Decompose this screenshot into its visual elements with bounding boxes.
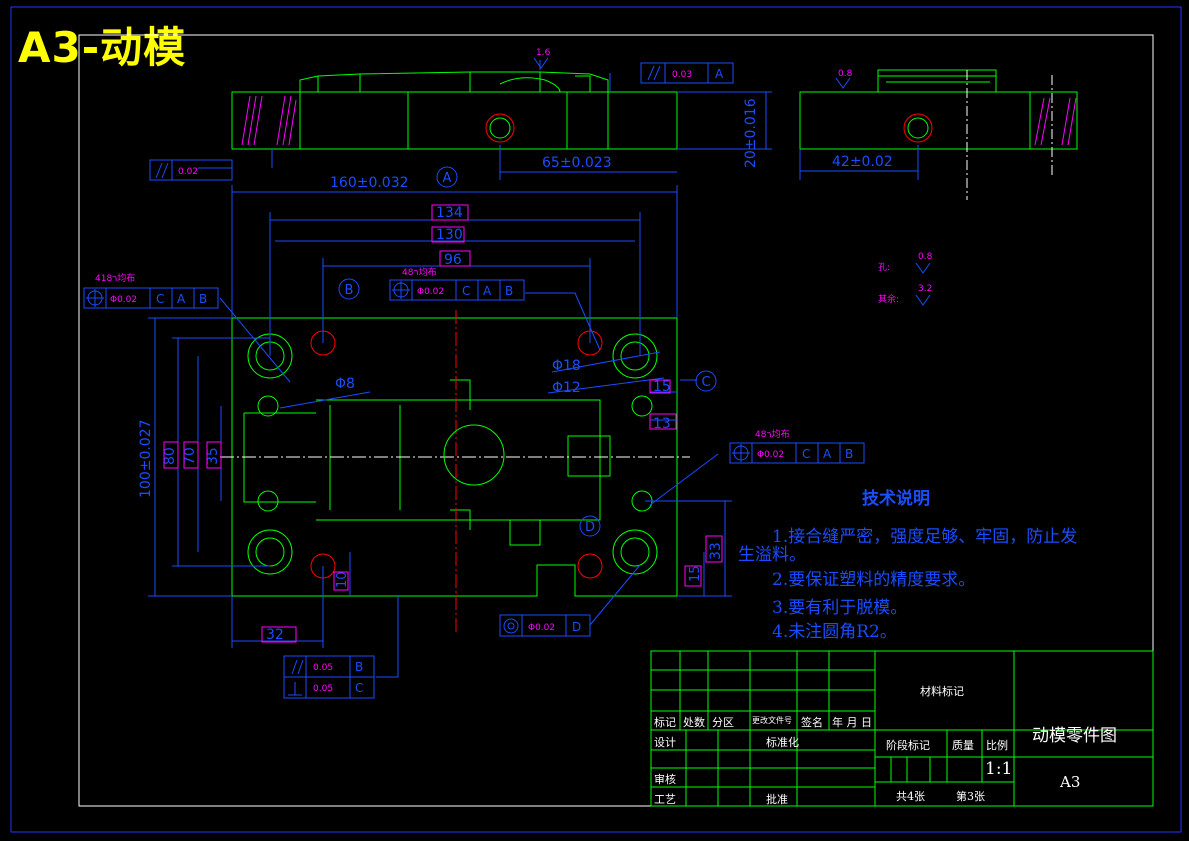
dim-phi8: Φ8: [335, 376, 355, 392]
dim-70: 70: [182, 447, 198, 465]
dim-phi12: Φ12: [552, 380, 581, 396]
dim-phi18: Φ18: [552, 358, 581, 374]
dim-80: 80: [162, 447, 178, 465]
dim-100: 100±0.027: [138, 419, 154, 498]
plan-outline: [231, 317, 678, 597]
tb-change: 更改文件号: [752, 716, 792, 725]
fcf2-c: C: [462, 284, 470, 298]
note-4x8a: 4ר8均布: [402, 266, 437, 278]
tb-weight: 质量: [952, 739, 974, 752]
tb-scale-label: 比例: [986, 739, 1008, 752]
section-hatch-left: [241, 95, 297, 146]
dim-130: 130: [436, 227, 463, 243]
tb-total: 共4张: [896, 790, 925, 803]
datum-a: A: [443, 171, 452, 186]
rough-rest-label: 其余:: [878, 293, 899, 305]
tol-pos3: Φ0.02: [757, 450, 784, 460]
tol-par: 0.05: [313, 663, 333, 673]
tol-pos1: Φ0.02: [110, 295, 137, 305]
top-section-view: [231, 71, 678, 150]
outer-frame: [10, 6, 1182, 833]
dim-10: 10: [335, 571, 350, 588]
datum-d: D: [585, 520, 595, 535]
tol-pos2: Φ0.02: [417, 287, 444, 297]
side-view: [799, 69, 1078, 150]
drawing-title: A3-动模: [18, 23, 187, 72]
rough-top2: 0.8: [838, 69, 853, 79]
note-4x8b: 4ר8均布: [755, 428, 790, 440]
fcf-b: B: [355, 660, 363, 674]
tb-date: 年 月 日: [832, 716, 872, 729]
tb-standard: 标准化: [766, 736, 799, 749]
fcf1-a: A: [177, 292, 186, 306]
fcf-d: D: [572, 620, 581, 634]
tb-scale: 1:1: [985, 759, 1013, 779]
tol-flat-top: 0.03: [672, 70, 692, 80]
datum-c: C: [701, 375, 710, 390]
top-pin-hole: [485, 113, 515, 143]
rough-hole-val: 0.8: [918, 252, 933, 262]
tb-review: 审核: [654, 773, 676, 786]
tol-conc: Φ0.02: [528, 623, 555, 633]
tol-flat-left: 0.02: [178, 167, 198, 177]
fcf-c: C: [355, 681, 363, 695]
datum-b: B: [345, 283, 354, 298]
dim-33: 33: [708, 542, 724, 560]
dim-13: 13: [653, 416, 671, 432]
fcf1-c: C: [156, 292, 164, 306]
inner-frame: [78, 34, 1154, 807]
rough-top1: 1.6: [536, 48, 551, 58]
leaders: [198, 60, 719, 678]
dim-15b: 15: [688, 565, 703, 582]
rough-hole-label: 孔:: [878, 262, 890, 273]
tb-approve: 批准: [766, 793, 788, 806]
tech-line-1: 1.接合缝严密，强度足够、牢固，防止发: [772, 527, 1078, 547]
fcf3-b: B: [845, 447, 853, 461]
tb-process: 工艺: [654, 793, 676, 806]
side-hatch: [1034, 97, 1077, 146]
rough-rest-val: 3.2: [918, 284, 932, 294]
tech-title: 技术说明: [862, 489, 930, 509]
fcf3-a: A: [823, 447, 832, 461]
guide-holes: [247, 333, 658, 575]
dim-15a: 15: [653, 379, 671, 395]
tech-line-3: 3.要有利于脱模。: [772, 598, 908, 618]
dim-20: 20±0.016: [743, 98, 759, 168]
fcf2-a: A: [483, 284, 492, 298]
dim-65: 65±0.023: [542, 155, 612, 171]
dim-32: 32: [266, 627, 284, 643]
tb-sheet: 第3张: [956, 790, 985, 803]
dim-96: 96: [444, 252, 462, 268]
dim-35: 35: [205, 447, 221, 465]
tb-material: 材料标记: [920, 685, 964, 698]
tech-line-1b: 生溢料。: [738, 545, 806, 565]
fcf-a-top: A: [715, 67, 724, 81]
dim-134: 134: [436, 205, 463, 221]
note-4x18: 4ר18均布: [95, 272, 135, 284]
tb-part-name: 动模零件图: [1032, 726, 1117, 746]
dim-42: 42±0.02: [832, 154, 893, 170]
fcf-group: [83, 62, 865, 699]
tech-line-4: 4.未注圆角R2。: [772, 622, 897, 642]
tb-design: 设计: [654, 736, 676, 749]
tb-count: 处数: [683, 716, 705, 729]
title-block-grid: [650, 650, 1154, 807]
tech-line-2: 2.要保证塑料的精度要求。: [772, 570, 976, 590]
tb-zone: 分区: [712, 716, 734, 729]
tb-sign: 签名: [801, 716, 823, 729]
fcf1-b: B: [199, 292, 207, 306]
fcf2-b: B: [505, 284, 513, 298]
dim-160: 160±0.032: [330, 175, 409, 191]
tb-mark: 标记: [654, 716, 676, 729]
tb-stage: 阶段标记: [886, 739, 930, 752]
fcf3-c: C: [802, 447, 810, 461]
tol-perp: 0.05: [313, 684, 333, 694]
datum-markers: [338, 166, 717, 537]
tb-format: A3: [1060, 773, 1081, 791]
